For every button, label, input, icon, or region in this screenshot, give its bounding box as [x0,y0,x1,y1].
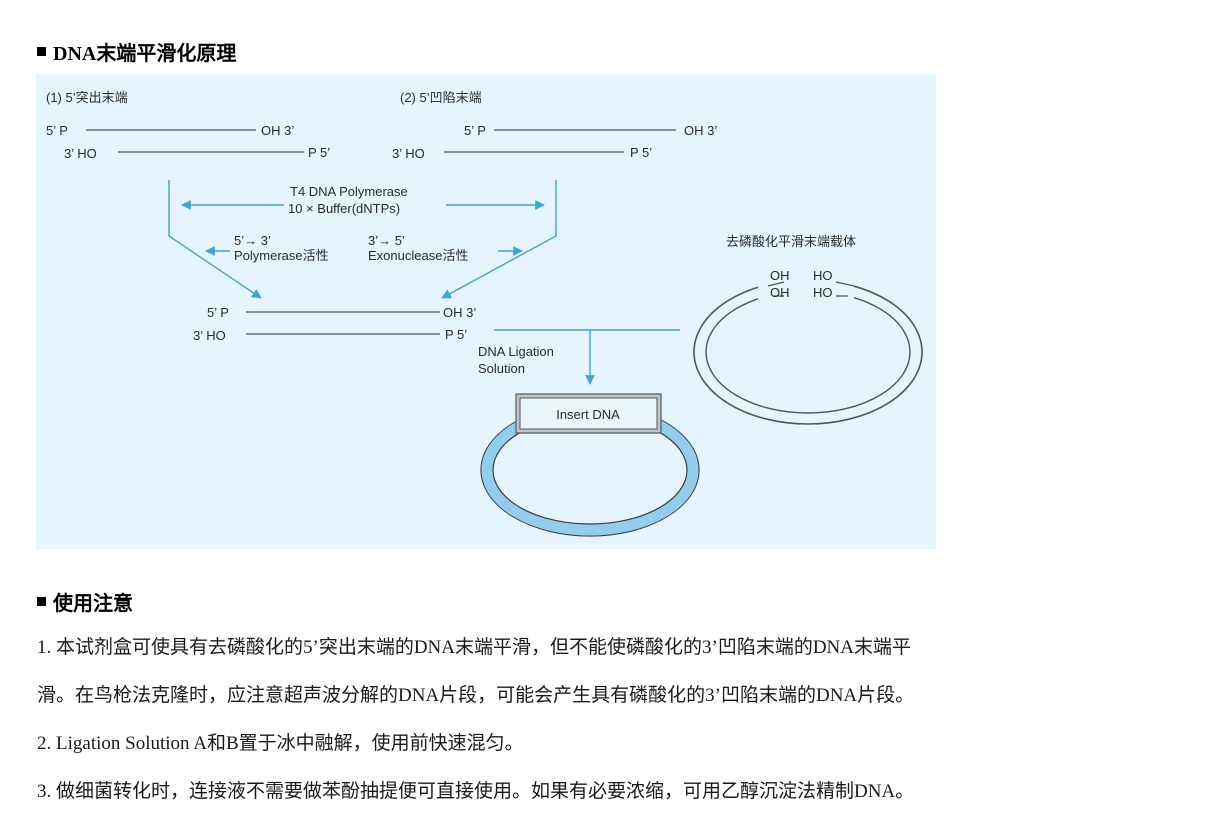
enzyme-line2: 10 × Buffer(dNTPs) [288,201,400,216]
enzyme-line1: T4 DNA Polymerase [290,184,408,199]
funnel-arrow-right [441,180,557,299]
right-activity-line2: Exonuclease活性 [368,248,468,263]
vector-end-oh1 [767,281,785,287]
blunting-principle-figure: (1) 5’突出末端 5’ P OH 3’ 3’ HO P 5’ (2) 5’凹… [36,74,936,549]
section-heading-notes: 使用注意 [37,587,133,616]
result-bottom-left: 3’ HO [193,328,226,343]
square-bullet-icon [37,597,46,606]
left-activity-line2: Polymerase活性 [234,248,329,263]
case2-label: (2) 5’凹陷末端 [400,90,482,105]
case1-bottom-right: P 5’ [308,145,330,160]
vector-label: 去磷酸化平滑末端载体 [726,234,856,249]
result-bottom-right: P 5’ [445,327,467,342]
note-3: 3. 做细菌转化时，连接液不需要做苯酚抽提便可直接使用。如果有必要浓缩，可用乙醇… [37,781,915,802]
section-title-notes: 使用注意 [53,593,133,615]
funnel-arrow-left [168,180,262,299]
case1-label: (1) 5’突出末端 [46,90,128,105]
vector-ho2: HO [813,285,833,300]
case2-top-right: OH 3’ [684,123,717,138]
note-2: 2. Ligation Solution A和B置于冰中融解，使用前快速混匀。 [37,733,524,754]
case2-top-left: 5’ P [464,123,486,138]
section-heading-principle: DNA末端平滑化原理 [37,37,236,66]
case2-bottom-right: P 5’ [630,145,652,160]
case1-top-left: 5’ P [46,123,68,138]
note-1-line-2: 滑。在鸟枪法克隆时，应注意超声波分解的DNA片段，可能会产生具有磷酸化的3’凹陷… [37,685,915,706]
blunting-diagram: (1) 5’突出末端 5’ P OH 3’ 3’ HO P 5’ (2) 5’凹… [46,90,923,537]
ligation-line1: DNA Ligation [478,344,554,359]
section-title-principle: DNA末端平滑化原理 [53,43,237,65]
case2-bottom-left: 3’ HO [392,146,425,161]
vector-oh2: OH [770,285,790,300]
result-top-left: 5’ P [207,305,229,320]
square-bullet-icon [37,47,46,56]
vector-ho1: HO [813,268,833,283]
case1-top-right: OH 3’ [261,123,294,138]
insert-box [519,397,658,430]
note-1-line-1: 1. 本试剂盒可使具有去磷酸化的5’突出末端的DNA末端平滑，但不能使磷酸化的3… [37,637,911,658]
vector-end-ho1 [835,281,855,287]
result-top-right: OH 3’ [443,305,476,320]
vector-ring-inner [705,290,911,414]
right-activity-line1: 3’→ 5’ [368,233,405,248]
vector-oh1: OH [770,268,790,283]
insert-label: Insert DNA [556,407,620,422]
left-activity-line1: 5’→ 3’ [234,233,271,248]
case1-bottom-left: 3’ HO [64,146,97,161]
ligation-line2: Solution [478,361,525,376]
